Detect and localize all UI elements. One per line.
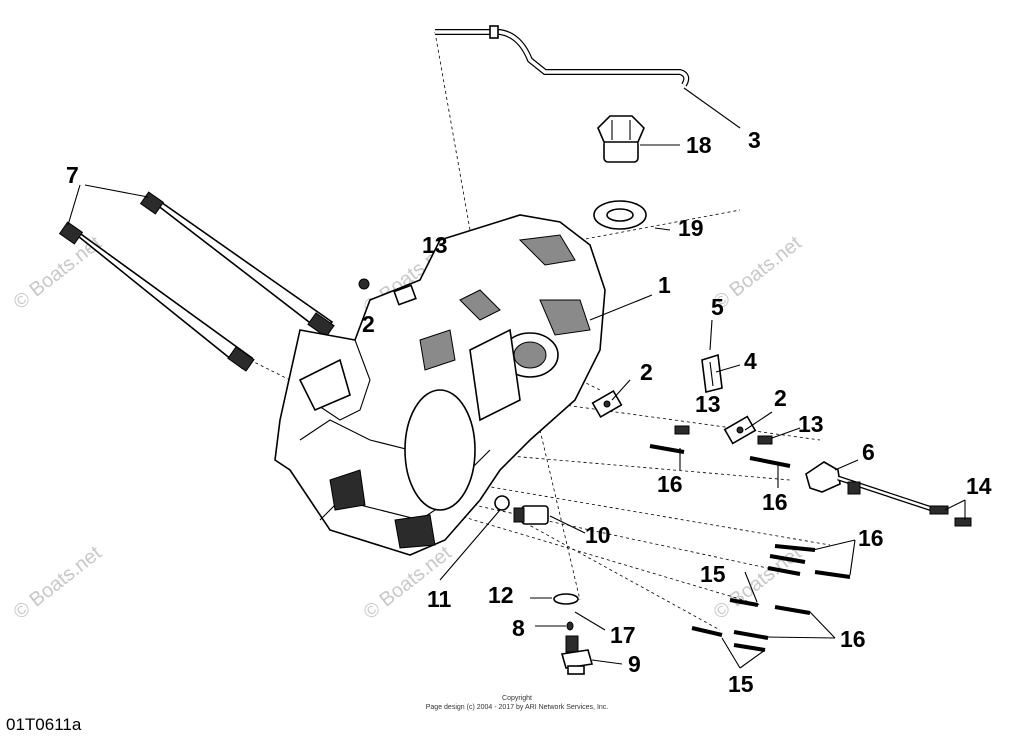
callout-2: 2 [362, 311, 375, 337]
watermark-text: © Boats.net [710, 232, 806, 314]
callout-8: 8 [512, 615, 525, 641]
callout-16: 16 [858, 525, 884, 551]
callout-11: 11 [427, 586, 452, 612]
watermark-text: © Boats.net [10, 542, 106, 624]
diagram-code: 01T0611a [6, 715, 82, 734]
callout-18: 18 [686, 132, 712, 158]
breather-tube [435, 25, 690, 87]
footer: Copyright Page design (c) 2004 - 2017 by… [6, 695, 608, 734]
callout-15: 15 [728, 671, 754, 697]
callout-13: 13 [695, 391, 721, 417]
callout-17: 17 [610, 622, 636, 648]
callout-4: 4 [744, 348, 757, 374]
callout-16: 16 [840, 626, 866, 652]
callout-9: 9 [628, 651, 641, 677]
callout-13: 13 [798, 411, 824, 437]
bolt-set [649, 444, 851, 652]
spacer-plate [701, 353, 723, 393]
callout-19: 19 [678, 215, 704, 241]
callout-13: 13 [422, 232, 448, 258]
crankcase-half [274, 214, 606, 556]
bolts-14 [929, 505, 972, 527]
callout-7: 7 [66, 162, 79, 188]
callout-15: 15 [700, 561, 726, 587]
leader-lines [67, 87, 966, 669]
stud-bolts [58, 191, 335, 372]
oil-level-gauge [805, 461, 936, 513]
callout-5: 5 [711, 294, 724, 320]
callout-2: 2 [640, 359, 653, 385]
strainer-assembly [553, 593, 594, 675]
page-design-credit: Page design (c) 2004 - 2017 by ARI Netwo… [426, 704, 609, 711]
drain-plug [513, 505, 549, 525]
filler-washer [593, 200, 647, 230]
callout-14: 14 [966, 473, 992, 499]
callout-numbers: 1 2 2 2 3 4 5 6 7 8 9 10 11 12 13 13 13 … [66, 127, 992, 697]
callout-3: 3 [748, 127, 761, 153]
assembly-guide-lines [249, 31, 831, 631]
callout-16: 16 [657, 471, 683, 497]
callout-1: 1 [658, 272, 671, 298]
oil-filler-plug [597, 115, 645, 163]
callout-10: 10 [585, 522, 611, 548]
callout-6: 6 [862, 439, 875, 465]
callout-12: 12 [488, 582, 514, 608]
copyright-label: Copyright [502, 695, 532, 702]
callout-2: 2 [774, 385, 787, 411]
callout-16: 16 [762, 489, 788, 515]
